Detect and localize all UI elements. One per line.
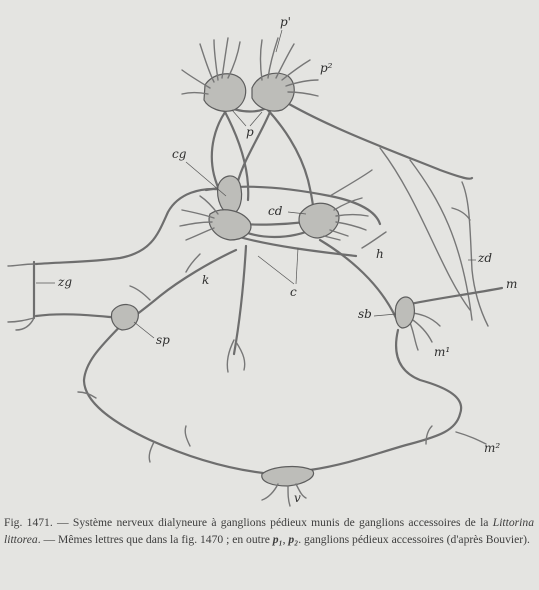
- nerve-trunks: [8, 100, 502, 474]
- pedal-ganglion-left: [204, 74, 246, 111]
- label-cd: cd: [268, 204, 283, 218]
- ganglion-v: [262, 467, 314, 506]
- figure-caption: Fig. 1471. — Système nerveux dialyneure …: [4, 514, 534, 548]
- caption-text-2: . — Mêmes lettres que dans la fig. 1470 …: [38, 533, 273, 546]
- nervous-system-diagram: p' p² p cg cd h zd m zg k c sb m¹ sp m² …: [0, 0, 539, 512]
- label-cg: cg: [172, 147, 187, 161]
- cerebral-ganglion-left: [209, 176, 251, 240]
- label-p-prime: p': [280, 15, 291, 29]
- label-sp: sp: [156, 333, 170, 347]
- label-k: k: [202, 273, 209, 287]
- caption-text-3: . ganglions pédieux accessoires (d'après…: [298, 533, 530, 546]
- label-v: v: [294, 491, 301, 505]
- label-c: c: [290, 285, 297, 299]
- label-h: h: [376, 247, 384, 261]
- label-zd: zd: [477, 251, 492, 265]
- label-zg: zg: [57, 275, 72, 289]
- caption-text-1: Fig. 1471. — Système nerveux dialyneure …: [4, 516, 493, 529]
- ganglion-sp: [111, 305, 138, 331]
- label-m: m: [506, 277, 517, 291]
- cerebral-ganglion-right: [299, 203, 339, 238]
- label-p2: p²: [320, 61, 333, 75]
- label-m1: m¹: [434, 345, 450, 359]
- label-sb: sb: [358, 307, 372, 321]
- caption-p2: p₂: [288, 533, 298, 546]
- label-m2: m²: [484, 441, 500, 455]
- ganglion-sb: [395, 297, 414, 328]
- label-p: p: [246, 125, 254, 139]
- caption-p1: p₁: [273, 533, 283, 546]
- fan-nerves-cg: [180, 196, 218, 240]
